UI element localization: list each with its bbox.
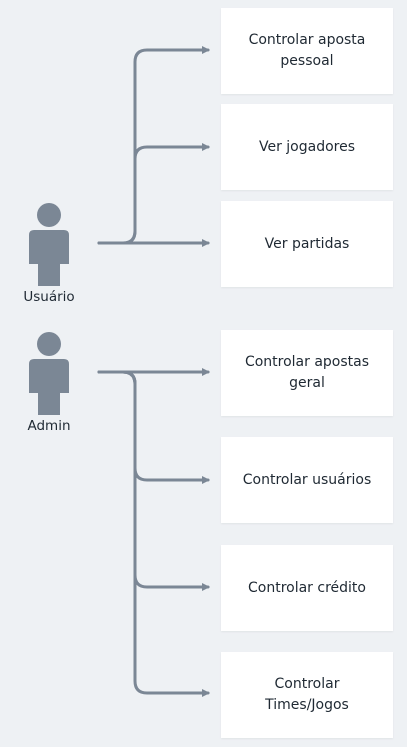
use-case-controlar-apostas-geral[interactable]: Controlar apostas geral — [221, 330, 393, 416]
actor-admin: Admin — [14, 331, 84, 434]
use-case-ver-jogadores[interactable]: Ver jogadores — [221, 104, 393, 190]
connector-usuario-uc2 — [97, 143, 210, 245]
use-case-controlar-times-jogos[interactable]: Controlar Times/Jogos — [221, 652, 393, 738]
actor-label: Admin — [27, 418, 71, 434]
connector-admin-uc5 — [97, 370, 210, 484]
use-case-controlar-usuarios[interactable]: Controlar usuários — [221, 437, 393, 523]
person-icon — [29, 203, 69, 286]
use-case-controlar-credito[interactable]: Controlar crédito — [221, 545, 393, 631]
person-icon — [29, 332, 69, 415]
connector-admin-uc7 — [97, 370, 210, 697]
actor-usuario: Usuário — [14, 202, 84, 305]
use-case-ver-partidas[interactable]: Ver partidas — [221, 201, 393, 287]
use-case-controlar-aposta-pessoal[interactable]: Controlar aposta pessoal — [221, 8, 393, 94]
actor-label: Usuário — [23, 289, 75, 305]
